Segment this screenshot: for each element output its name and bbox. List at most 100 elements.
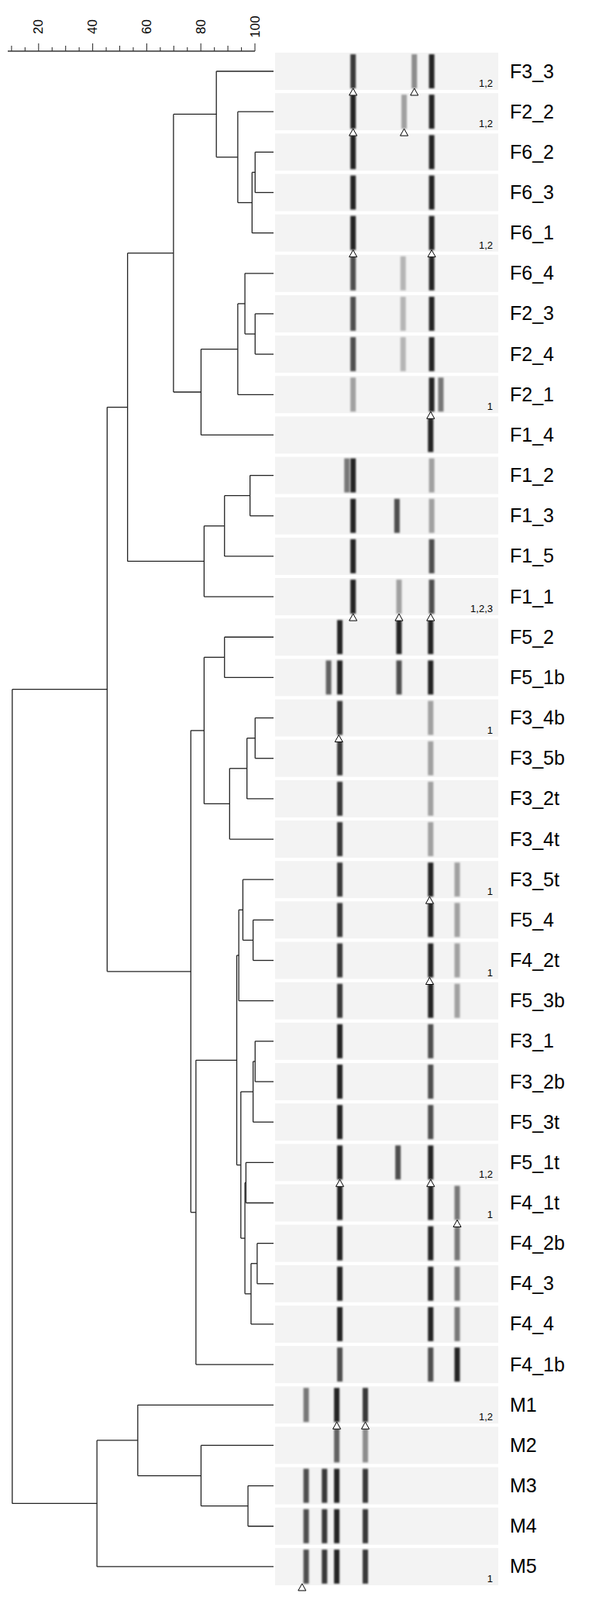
tree-branch	[237, 1164, 241, 1166]
gel-lane	[275, 982, 499, 1020]
gel-band	[427, 984, 434, 1019]
axis-tick	[240, 47, 242, 52]
gel-band	[321, 1509, 327, 1544]
gel-band	[337, 1226, 343, 1261]
gel-lane	[275, 1022, 499, 1061]
gel-band	[333, 1509, 340, 1544]
gel-band	[337, 862, 343, 897]
tree-branch	[237, 202, 252, 204]
tree-branch	[137, 1475, 202, 1477]
gel-band	[427, 1266, 434, 1302]
tree-branch	[216, 156, 238, 158]
gel-band	[337, 943, 343, 978]
gel-lane	[275, 578, 499, 616]
axis-tick	[24, 47, 26, 52]
gel-band	[400, 296, 407, 331]
tree-branch	[237, 302, 245, 304]
gel-band	[394, 499, 400, 534]
tree-branch	[203, 525, 224, 527]
gel-lane	[275, 92, 499, 131]
gel-band	[427, 1185, 434, 1220]
gel-lane	[275, 942, 499, 980]
gel-band	[333, 1549, 340, 1584]
tree-branch	[11, 689, 13, 1505]
lane-label: F5_1t	[509, 1153, 560, 1173]
gel-band	[337, 1307, 343, 1342]
lane-label: F6_3	[509, 182, 555, 203]
gel-band	[401, 94, 407, 129]
axis-tick	[79, 47, 80, 52]
gel-lane	[275, 173, 499, 211]
gel-lane	[275, 1345, 499, 1384]
tree-branch	[237, 394, 274, 396]
tree-branch	[238, 909, 243, 911]
gel-band	[429, 539, 435, 574]
lane-label: F1_1	[509, 587, 555, 607]
tree-branch	[200, 434, 274, 436]
gel-band	[337, 701, 343, 736]
tree-branch	[254, 717, 274, 719]
gel-lane	[275, 214, 499, 252]
tree-branch	[253, 919, 274, 921]
gel-band	[427, 417, 434, 452]
gel-band	[362, 1549, 369, 1584]
gel-band	[427, 902, 434, 937]
gel-band	[350, 296, 356, 331]
gel-band	[427, 741, 434, 776]
lane-label: F3_2b	[509, 1072, 565, 1092]
gel-band	[427, 1064, 434, 1099]
tree-branch	[216, 70, 274, 72]
tree-branch	[251, 1323, 274, 1325]
lane-label: M4	[509, 1516, 537, 1536]
gel-band	[321, 1469, 327, 1504]
annotation-number: 1,2	[478, 118, 493, 129]
tree-branch	[224, 495, 251, 496]
tree-branch	[12, 1503, 97, 1505]
gel-band	[429, 256, 435, 291]
gel-band	[337, 1145, 343, 1180]
gel-band	[350, 256, 356, 291]
band-marker	[426, 1179, 435, 1187]
gel-band	[395, 579, 402, 614]
axis-tick	[146, 43, 148, 52]
tree-branch	[257, 1242, 274, 1244]
gel-band	[454, 902, 461, 937]
gel-lane	[275, 1305, 499, 1343]
scale-number: 40	[86, 19, 100, 35]
tree-branch	[137, 1404, 274, 1406]
tree-branch	[12, 688, 107, 690]
tree-branch	[203, 657, 224, 658]
gel-band	[350, 175, 356, 210]
gel-band	[337, 660, 343, 695]
lane-label: M5	[509, 1556, 537, 1577]
tree-branch	[96, 1439, 138, 1441]
axis-tick	[173, 45, 175, 52]
gel-lane	[275, 295, 499, 333]
axis-tick	[37, 43, 39, 52]
axis-tick	[119, 45, 121, 52]
gel-band	[350, 458, 356, 493]
tree-branch	[237, 111, 274, 113]
band-marker	[349, 88, 358, 96]
gel-lane	[275, 1507, 499, 1546]
tree-branch	[253, 1122, 274, 1123]
gel-band	[350, 377, 356, 412]
gel-lane	[275, 658, 499, 696]
scale-number: 20	[31, 19, 45, 35]
tree-branch	[244, 1293, 252, 1295]
gel-band	[326, 660, 332, 695]
gel-lane	[275, 1386, 499, 1424]
annotation-number: 1,2	[478, 1169, 493, 1180]
gel-lane	[275, 335, 499, 373]
lane-label: F6_4	[509, 263, 555, 283]
tree-branch	[254, 1080, 274, 1082]
tree-branch	[200, 348, 238, 350]
band-marker	[425, 896, 434, 904]
gel-band	[454, 1266, 461, 1302]
gel-band	[454, 984, 461, 1019]
scale-number: 60	[140, 19, 154, 35]
gel-lane	[275, 1265, 499, 1303]
gel-band	[337, 1185, 343, 1220]
gel-band	[350, 54, 356, 89]
band-marker	[427, 250, 436, 258]
